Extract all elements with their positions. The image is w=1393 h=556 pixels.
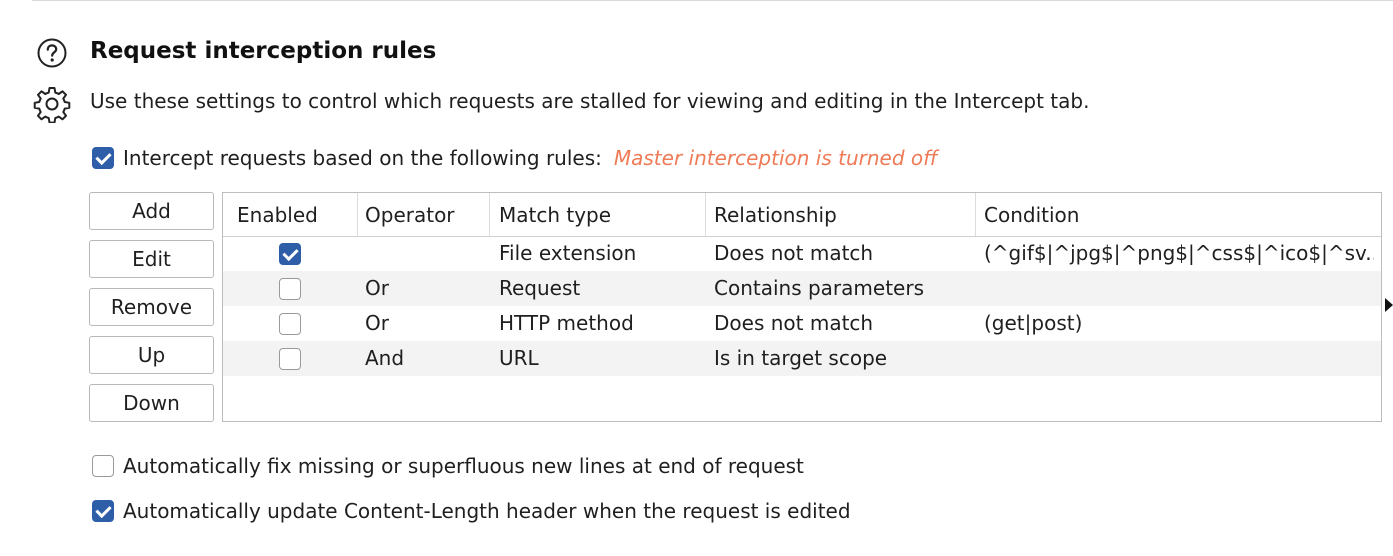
row-condition: (^gif$|^jpg$|^png$|^css$|^ico$|^sv... (984, 241, 1374, 265)
up-button[interactable]: Up (89, 336, 214, 374)
row-operator: And (365, 346, 405, 370)
section-description: Use these settings to control which requ… (90, 89, 1090, 113)
column-divider[interactable] (489, 193, 490, 236)
row-match-type: Request (499, 276, 581, 300)
fix-newlines-checkbox[interactable] (92, 455, 114, 477)
row-match-type: File extension (499, 241, 637, 265)
row-enabled-checkbox[interactable] (279, 312, 301, 335)
master-interception-status: Master interception is turned off (613, 146, 938, 170)
row-enabled-checkbox[interactable] (279, 347, 301, 370)
row-match-type: URL (499, 346, 539, 370)
row-condition: (get|post) (984, 311, 1083, 335)
column-divider[interactable] (705, 193, 706, 236)
row-operator: Or (365, 276, 389, 300)
column-header-condition[interactable]: Condition (984, 203, 1080, 227)
update-content-length-checkbox[interactable] (92, 500, 114, 522)
column-header-enabled[interactable]: Enabled (237, 203, 318, 227)
update-content-length-label: Automatically update Content-Length head… (123, 499, 851, 523)
row-enabled-checkbox[interactable] (279, 242, 301, 265)
row-enabled-checkbox[interactable] (279, 277, 301, 300)
add-button[interactable]: Add (89, 192, 214, 230)
intercept-rules-checkbox[interactable] (92, 147, 114, 169)
table-row[interactable]: Or HTTP method Does not match (get|post) (223, 306, 1381, 341)
edit-button[interactable]: Edit (89, 240, 214, 278)
row-relationship: Does not match (714, 241, 874, 265)
down-button[interactable]: Down (89, 384, 214, 422)
row-operator: Or (365, 311, 389, 335)
column-divider[interactable] (975, 193, 976, 236)
question-circle-icon[interactable] (36, 37, 68, 69)
fix-newlines-label: Automatically fix missing or superfluous… (123, 454, 804, 478)
row-relationship: Is in target scope (714, 346, 888, 370)
section-title: Request interception rules (90, 38, 437, 64)
fix-newlines-option: Automatically fix missing or superfluous… (92, 454, 804, 478)
remove-button[interactable]: Remove (89, 288, 214, 326)
table-row[interactable]: File extension Does not match (^gif$|^jp… (223, 236, 1381, 271)
row-relationship: Does not match (714, 311, 874, 335)
intercept-rules-row: Intercept requests based on the followin… (92, 146, 938, 170)
top-divider (32, 0, 1393, 1)
row-relationship: Contains parameters (714, 276, 924, 300)
column-resize-arrow-icon (1385, 298, 1393, 312)
column-divider[interactable] (357, 193, 358, 236)
table-row[interactable]: Or Request Contains parameters (223, 271, 1381, 306)
column-header-relationship[interactable]: Relationship (714, 203, 837, 227)
table-header: Enabled Operator Match type Relationship… (223, 193, 1381, 237)
interception-rules-table[interactable]: Enabled Operator Match type Relationship… (222, 192, 1382, 422)
column-header-operator[interactable]: Operator (365, 203, 455, 227)
row-match-type: HTTP method (499, 311, 634, 335)
table-row[interactable]: And URL Is in target scope (223, 341, 1381, 376)
gear-icon[interactable] (33, 85, 71, 123)
intercept-rules-label: Intercept requests based on the followin… (123, 146, 602, 170)
column-header-match-type[interactable]: Match type (499, 203, 612, 227)
update-content-length-option: Automatically update Content-Length head… (92, 499, 851, 523)
